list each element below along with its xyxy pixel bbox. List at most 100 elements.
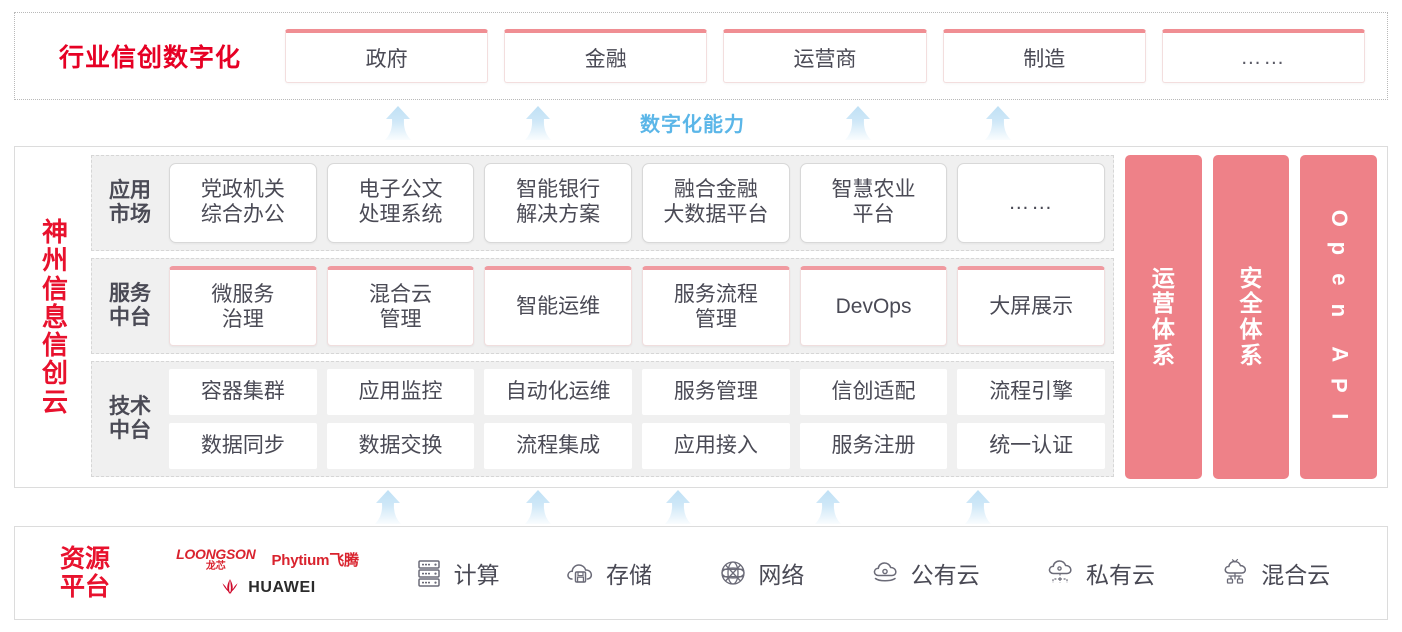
industry-box-finance[interactable]: 金融	[504, 29, 708, 83]
tech-cell-application-monitoring[interactable]: 应用监控	[326, 369, 475, 415]
cloud-storage-icon	[567, 564, 593, 583]
tech-cell-row-1: 容器集群 应用监控 自动化运维 服务管理 信创适配 流程引擎	[169, 369, 1106, 415]
tech-label-line-1: 中台	[109, 419, 151, 442]
up-arrow-icon	[959, 490, 997, 524]
api-col-char-2: e	[1326, 273, 1352, 286]
svc-label-line-1: 中台	[109, 306, 151, 329]
vendor-logo-list: LOONGSON 龙芯 Phytium飞腾 HUAWEI	[155, 547, 380, 599]
resource-item-hybrid-cloud-label: 混合云	[1261, 562, 1331, 588]
public-cloud-icon	[873, 562, 897, 582]
application-market-layer: 应用 市场 党政机关综合办公 电子公文处理系统 智能银行解决方案 融合金融大数据…	[91, 155, 1114, 251]
svc-cell-devops[interactable]: DevOps	[799, 266, 948, 346]
tech-cell-data-exchange[interactable]: 数据交换	[326, 423, 475, 469]
svc-cell-service-process-management[interactable]: 服务流程管理	[642, 266, 790, 346]
private-cloud-icon	[1048, 560, 1072, 583]
resource-item-storage[interactable]: 存储	[565, 556, 652, 590]
resource-item-compute-label: 计算	[453, 562, 500, 588]
api-col-char-3: n	[1326, 303, 1352, 317]
tech-cell-service-management[interactable]: 服务管理	[642, 369, 790, 415]
resource-item-network[interactable]: 网络	[717, 556, 804, 590]
up-arrow-icon	[839, 106, 877, 140]
cloud-title-char-1: 州	[41, 245, 68, 276]
app-cell-smart-bank-solution[interactable]: 智能银行解决方案	[484, 163, 633, 243]
tech-cell-container-cluster[interactable]: 容器集群	[169, 369, 317, 415]
res-title-line-0: 资源	[59, 545, 110, 573]
resource-platform-band: 资源 平台 LOONGSON 龙芯 Phytium飞腾 HUA	[14, 526, 1388, 620]
sec-col-char-1: 全	[1239, 290, 1263, 317]
up-arrow-icon	[379, 106, 417, 140]
tech-cell-unified-authentication[interactable]: 统一认证	[957, 423, 1106, 469]
industry-band: 行业信创数字化 政府 金融 运营商 制造 ……	[14, 12, 1388, 100]
up-arrow-icon	[659, 490, 697, 524]
tech-cell-xinchuang-adaptation[interactable]: 信创适配	[799, 369, 948, 415]
cloud-title-char-4: 信	[41, 330, 68, 361]
industry-box-list: 政府 金融 运营商 制造 ……	[285, 29, 1387, 83]
hybrid-cloud-icon	[1224, 558, 1247, 584]
capability-arrow-strip: 数字化能力	[14, 104, 1388, 140]
tech-cell-data-sync[interactable]: 数据同步	[169, 423, 317, 469]
security-system-column[interactable]: 安 全 体 系	[1212, 155, 1290, 479]
tech-cell-process-integration[interactable]: 流程集成	[484, 423, 633, 469]
ops-col-char-0: 运	[1151, 264, 1175, 291]
industry-box-carrier[interactable]: 运营商	[723, 29, 927, 83]
operations-system-column[interactable]: 运 营 体 系	[1125, 155, 1202, 479]
app-cell-smart-agriculture-platform[interactable]: 智慧农业平台	[799, 163, 948, 243]
server-icon	[417, 560, 440, 587]
res-title-line-1: 平台	[59, 573, 110, 601]
resource-item-network-label: 网络	[758, 562, 805, 588]
industry-box-government[interactable]: 政府	[285, 29, 489, 83]
svc-label-line-0: 服务	[109, 282, 151, 306]
cloud-title-char-0: 神	[41, 216, 68, 247]
app-label-line-1: 市场	[109, 203, 151, 226]
resource-platform-title: 资源 平台	[15, 545, 155, 601]
resource-arrow-strip	[14, 488, 1388, 524]
tech-cell-row-2: 数据同步 数据交换 流程集成 应用接入 服务注册 统一认证	[169, 423, 1106, 469]
industry-box-manufacturing[interactable]: 制造	[942, 29, 1146, 83]
vendor-logo-row-2: HUAWEI	[219, 577, 316, 599]
technology-middle-platform-cells: 容器集群 应用监控 自动化运维 服务管理 信创适配 流程引擎 数据同步 数据交换…	[169, 369, 1106, 469]
svc-cell-large-screen-display[interactable]: 大屏展示	[957, 266, 1106, 346]
resource-item-compute[interactable]: 计算	[413, 556, 500, 590]
app-cell-finance-bigdata-platform[interactable]: 融合金融大数据平台	[642, 163, 790, 243]
resource-item-storage-label: 存储	[605, 562, 652, 588]
sec-col-char-0: 安	[1239, 264, 1263, 291]
huawei-logo: HUAWEI	[219, 577, 316, 599]
cloud-layer-list: 应用 市场 党政机关综合办公 电子公文处理系统 智能银行解决方案 融合金融大数据…	[91, 155, 1114, 479]
open-api-column[interactable]: O p e n A P I	[1300, 155, 1378, 479]
svc-cell-intelligent-ops[interactable]: 智能运维	[484, 266, 633, 346]
app-cell-party-government-office[interactable]: 党政机关综合办公	[169, 163, 317, 243]
service-middle-platform-layer: 服务 中台 微服务治理 混合云管理 智能运维 服务流程管理 DevOps 大屏展…	[91, 258, 1114, 354]
tech-cell-service-registry[interactable]: 服务注册	[799, 423, 948, 469]
cloud-title-char-6: 云	[41, 386, 68, 417]
resource-item-list: 计算 存储 网络	[380, 556, 1387, 590]
vendor-logo-row-1: LOONGSON 龙芯 Phytium飞腾	[176, 547, 359, 572]
tech-cell-application-access[interactable]: 应用接入	[642, 423, 790, 469]
application-market-cells: 党政机关综合办公 电子公文处理系统 智能银行解决方案 融合金融大数据平台 智慧农…	[169, 163, 1106, 243]
technology-middle-platform-layer: 技术 中台 容器集群 应用监控 自动化运维 服务管理 信创适配 流程引擎 数据同…	[91, 361, 1114, 477]
resource-item-private-cloud[interactable]: 私有云	[1045, 556, 1155, 590]
app-cell-edoc-system[interactable]: 电子公文处理系统	[326, 163, 475, 243]
app-cell-more[interactable]: ……	[957, 163, 1106, 243]
api-col-char-5: A	[1326, 346, 1352, 363]
technology-middle-platform-label: 技术 中台	[100, 395, 160, 442]
api-col-char-1: p	[1326, 242, 1352, 256]
application-market-label: 应用 市场	[100, 179, 160, 226]
api-col-char-7: I	[1326, 412, 1352, 419]
svc-cell-hybrid-cloud-management[interactable]: 混合云管理	[326, 266, 475, 346]
cloud-title-char-5: 创	[41, 358, 68, 389]
resource-item-hybrid-cloud[interactable]: 混合云	[1220, 556, 1330, 590]
ops-col-char-2: 体	[1151, 316, 1175, 342]
resource-item-public-cloud-label: 公有云	[910, 562, 980, 588]
industry-band-title: 行业信创数字化	[58, 44, 241, 72]
up-arrow-icon	[979, 106, 1017, 140]
tech-cell-process-engine[interactable]: 流程引擎	[957, 369, 1106, 415]
service-middle-platform-cells: 微服务治理 混合云管理 智能运维 服务流程管理 DevOps 大屏展示	[169, 266, 1106, 346]
cloud-platform-title: 神 州 信 息 信 创 云	[19, 155, 91, 479]
up-arrow-icon	[369, 490, 407, 524]
tech-cell-automated-ops[interactable]: 自动化运维	[484, 369, 633, 415]
industry-box-more[interactable]: ……	[1161, 29, 1366, 83]
resource-item-private-cloud-label: 私有云	[1085, 562, 1155, 588]
svc-cell-microservice-governance[interactable]: 微服务治理	[169, 266, 317, 346]
resource-item-public-cloud[interactable]: 公有云	[870, 556, 980, 590]
service-middle-platform-label: 服务 中台	[100, 282, 160, 329]
